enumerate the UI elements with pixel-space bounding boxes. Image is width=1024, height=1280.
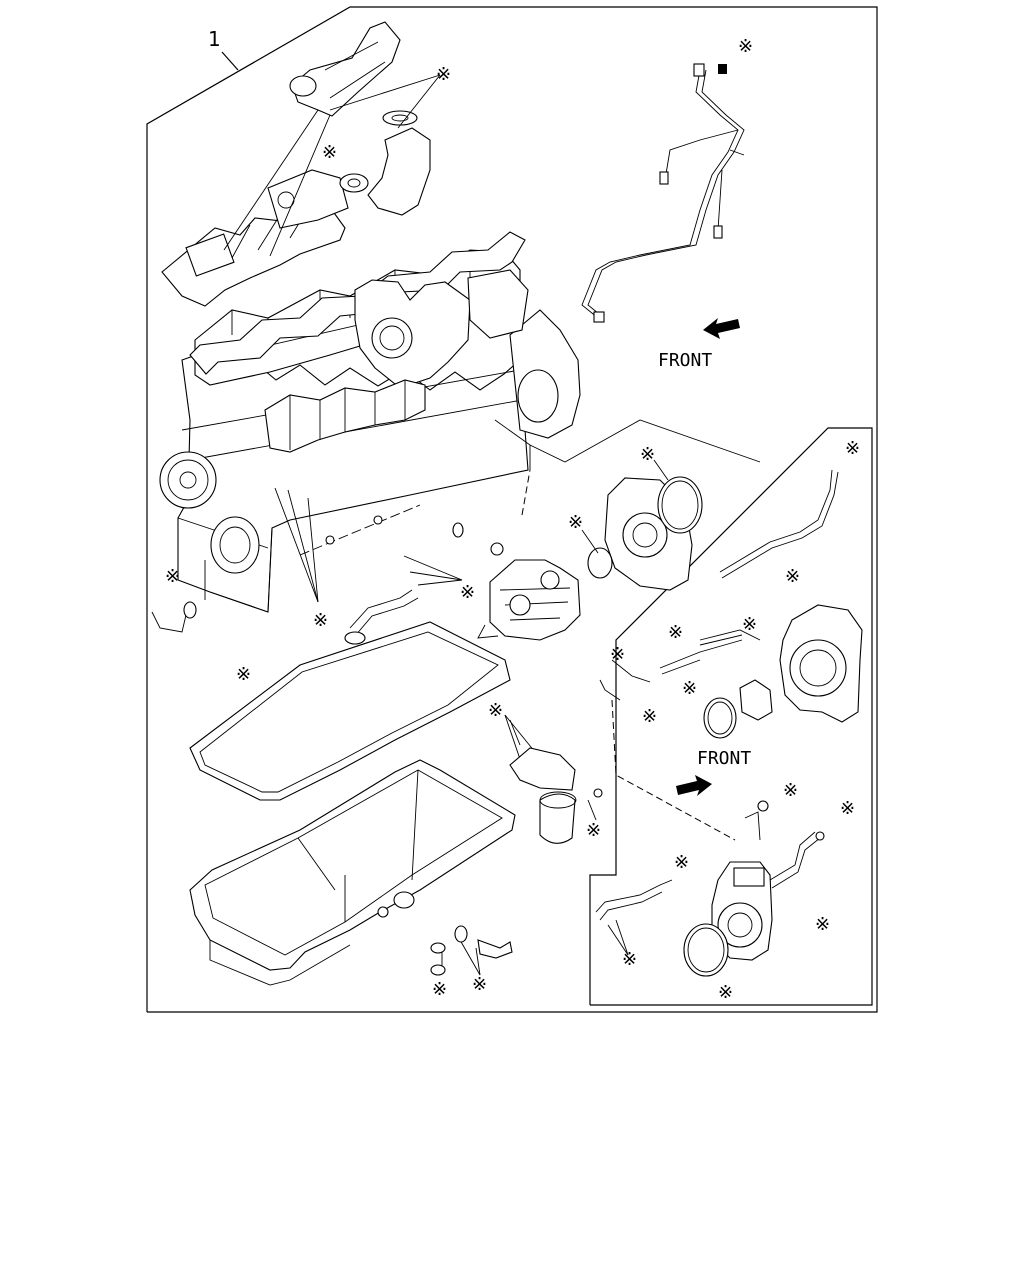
egr-valve xyxy=(289,21,401,117)
part-marker-icon: ※ xyxy=(432,979,447,1000)
part-marker-icon: ※ xyxy=(674,852,689,873)
injection-pump xyxy=(452,522,581,641)
drain-plug xyxy=(430,925,513,976)
part-marker-icon: ※ xyxy=(436,64,451,85)
part-marker-icon: ※ xyxy=(313,610,328,631)
part-marker-icon: ※ xyxy=(640,444,655,465)
oil-pan-gasket xyxy=(189,621,511,801)
front-label-lower: FRONT xyxy=(697,748,751,769)
marker-symbols: ※ ※ ※ ※ ※ ※ ※ ※ ※ ※ ※ ※ ※ ※ ※ ※ ※ ※ ※ ※ … xyxy=(165,36,860,1003)
front-indicator-lower: FRONT xyxy=(676,748,751,796)
oil-filter xyxy=(509,747,603,844)
front-indicator-upper: FRONT xyxy=(658,318,740,371)
turbocharger-mounted xyxy=(354,269,529,389)
part-marker-icon: ※ xyxy=(568,512,583,533)
part-marker-icon: ※ xyxy=(488,700,503,721)
inset-turbocharger xyxy=(599,469,863,739)
part-marker-icon: ※ xyxy=(840,798,855,819)
inset-air-compressor xyxy=(595,800,825,977)
part-marker-icon: ※ xyxy=(845,438,860,459)
exhaust-manifold xyxy=(264,379,426,453)
part-marker-icon: ※ xyxy=(718,982,733,1003)
injection-pipe-harness xyxy=(581,63,745,323)
item-callout: 1 xyxy=(208,27,239,71)
leader-lines xyxy=(204,74,761,976)
part-marker-icon: ※ xyxy=(742,614,757,635)
egr-pipe xyxy=(339,110,431,216)
front-label-upper: FRONT xyxy=(658,350,712,371)
part-marker-icon: ※ xyxy=(682,678,697,699)
front-arrow-icon xyxy=(703,318,740,339)
part-marker-icon: ※ xyxy=(165,566,180,587)
oil-cooler-pipe xyxy=(151,589,419,645)
pump-flange xyxy=(587,476,703,591)
part-marker-icon: ※ xyxy=(586,820,601,841)
part-marker-icon: ※ xyxy=(236,664,251,685)
part-marker-icon: ※ xyxy=(738,36,753,57)
part-marker-icon: ※ xyxy=(642,706,657,727)
part-marker-icon: ※ xyxy=(460,582,475,603)
part-marker-icon: ※ xyxy=(785,566,800,587)
item-number: 1 xyxy=(208,27,221,51)
oil-pan xyxy=(189,759,516,986)
part-marker-icon: ※ xyxy=(472,974,487,995)
intake-manifold xyxy=(161,169,349,307)
part-marker-icon: ※ xyxy=(668,622,683,643)
kit-boundary xyxy=(146,6,878,1013)
part-marker-icon: ※ xyxy=(610,644,625,665)
part-marker-icon: ※ xyxy=(783,780,798,801)
part-marker-icon: ※ xyxy=(815,914,830,935)
part-marker-icon: ※ xyxy=(322,142,337,163)
inset-boundary xyxy=(589,427,873,1006)
part-marker-icon: ※ xyxy=(622,949,637,970)
front-arrow-icon xyxy=(676,775,712,796)
